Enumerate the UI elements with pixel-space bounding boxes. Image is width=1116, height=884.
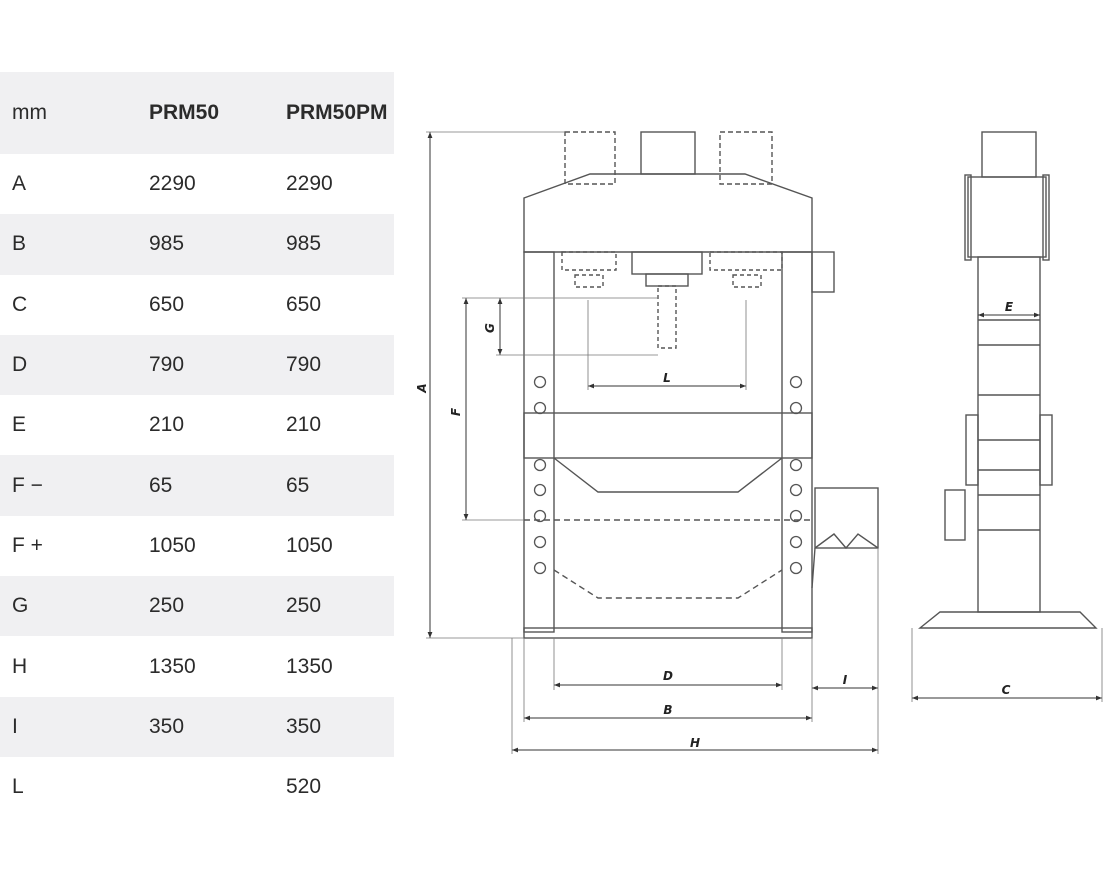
work-table-v-block (553, 457, 783, 493)
label-C: C (1002, 683, 1011, 697)
base-plate (523, 627, 813, 639)
cell-prm50pm: 520 (286, 775, 322, 799)
table-row: H 1350 1350 (0, 636, 394, 696)
table-row: D 790 790 (0, 334, 394, 396)
table-row: B 985 985 (0, 214, 394, 275)
label-G: G (483, 323, 497, 333)
cell-dim: I (12, 714, 18, 738)
label-E: E (1005, 300, 1014, 314)
cell-prm50pm: 210 (286, 413, 322, 437)
cell-dim: F + (12, 533, 43, 557)
cell-prm50: 985 (149, 232, 185, 256)
label-B: B (663, 703, 672, 717)
table-row: G 250 250 (0, 576, 394, 637)
cell-prm50: 790 (149, 353, 185, 377)
side-cylinder (981, 131, 1037, 178)
table-row: A 2290 2290 (0, 154, 394, 214)
label-L: L (663, 371, 671, 385)
cell-prm50pm: 250 (286, 594, 322, 618)
cell-prm50: 210 (149, 413, 185, 437)
cell-prm50pm: 985 (286, 232, 322, 256)
cell-prm50pm: 65 (286, 473, 310, 497)
cell-dim: D (12, 353, 28, 377)
label-I: I (843, 673, 848, 687)
label-A: A (415, 383, 429, 393)
cell-dim: B (12, 232, 27, 256)
press-technical-drawing: A F G L D B H I C E (415, 131, 1103, 754)
cell-prm50 (137, 757, 274, 817)
table-row: F − 65 65 (0, 455, 394, 516)
cell-dim: L (12, 775, 24, 799)
cell-prm50: 250 (149, 594, 185, 618)
cell-prm50: 350 (149, 714, 185, 738)
label-F: F (449, 407, 463, 416)
right-cylinder-optional (719, 131, 773, 185)
center-piston-head (631, 251, 703, 275)
cell-prm50: 65 (149, 473, 173, 497)
cell-prm50: 1050 (149, 533, 196, 557)
table-row: C 650 650 (0, 275, 394, 335)
cell-prm50: 650 (149, 292, 185, 316)
cell-prm50pm: 350 (286, 714, 322, 738)
header-prm50: PRM50 (149, 101, 220, 124)
cell-prm50: 1350 (149, 654, 196, 678)
table-header-row: mm PRM50 PRM50PM (0, 72, 394, 154)
header-prm50pm: PRM50PM (286, 101, 388, 124)
label-H: H (690, 736, 700, 750)
label-D: D (663, 669, 673, 683)
header-unit: mm (12, 101, 47, 124)
work-table-beam (523, 412, 813, 459)
cell-dim: A (12, 172, 27, 196)
cell-prm50pm: 650 (286, 292, 322, 316)
cell-prm50pm: 1050 (286, 533, 333, 557)
side-tray (814, 487, 879, 549)
center-cylinder (640, 131, 696, 175)
top-crosshead (523, 173, 813, 253)
side-gauge (811, 251, 835, 293)
cell-dim: E (12, 413, 27, 437)
table-row: L 520 (0, 757, 394, 817)
left-column (523, 251, 555, 633)
cell-prm50pm: 2290 (286, 172, 333, 196)
left-cylinder-optional (564, 131, 616, 185)
side-frame-head (967, 176, 1047, 258)
side-base (918, 611, 1098, 629)
table-row: I 350 350 (0, 696, 394, 757)
cell-prm50pm: 790 (286, 353, 322, 377)
cell-dim: H (12, 654, 28, 678)
cell-dim: C (12, 292, 28, 316)
right-column (781, 251, 813, 633)
lower-table-dashed (524, 519, 812, 599)
table-row: F + 1050 1050 (0, 516, 394, 576)
cell-prm50: 2290 (149, 172, 196, 196)
cell-dim: G (12, 594, 29, 618)
table-row: E 210 210 (0, 395, 394, 455)
cell-dim: F − (12, 473, 43, 497)
cell-prm50pm: 1350 (286, 654, 333, 678)
